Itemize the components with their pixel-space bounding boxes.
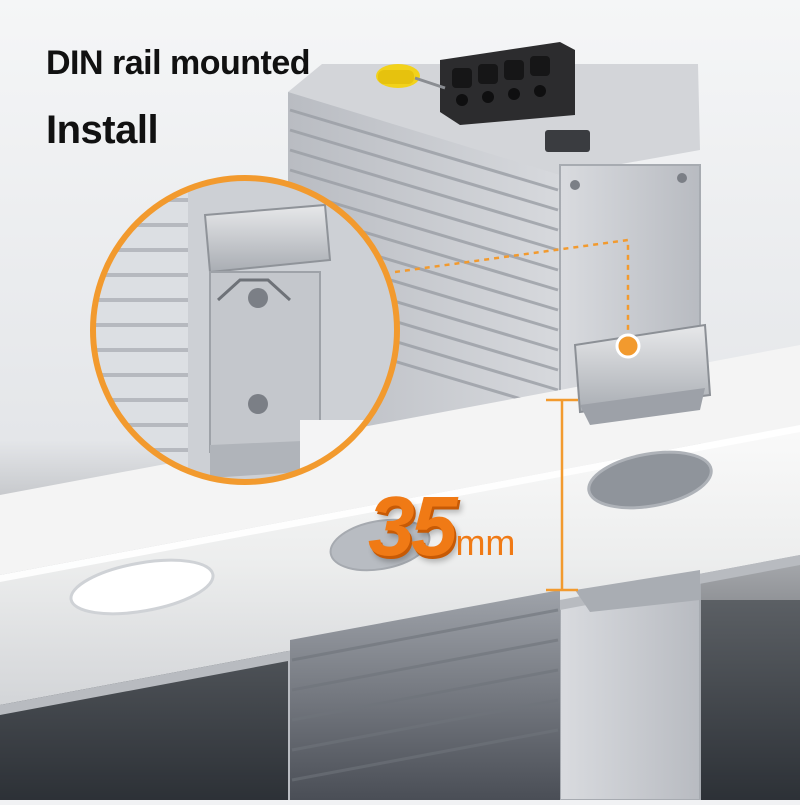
zoom-detail-circle <box>90 175 400 485</box>
rail-clip <box>573 323 712 425</box>
dimension-line <box>546 398 578 592</box>
ground-lug <box>376 64 446 90</box>
terminal-block <box>440 42 575 125</box>
headline-line-1: DIN rail mounted <box>46 44 311 82</box>
callout-dot <box>615 333 641 359</box>
dimension-value: 35 <box>368 479 457 573</box>
dimension-unit: mm <box>455 522 516 563</box>
callout-leader <box>394 238 630 340</box>
dimension-label: 35mm <box>368 478 515 575</box>
headline-line-2: Install <box>46 108 159 152</box>
